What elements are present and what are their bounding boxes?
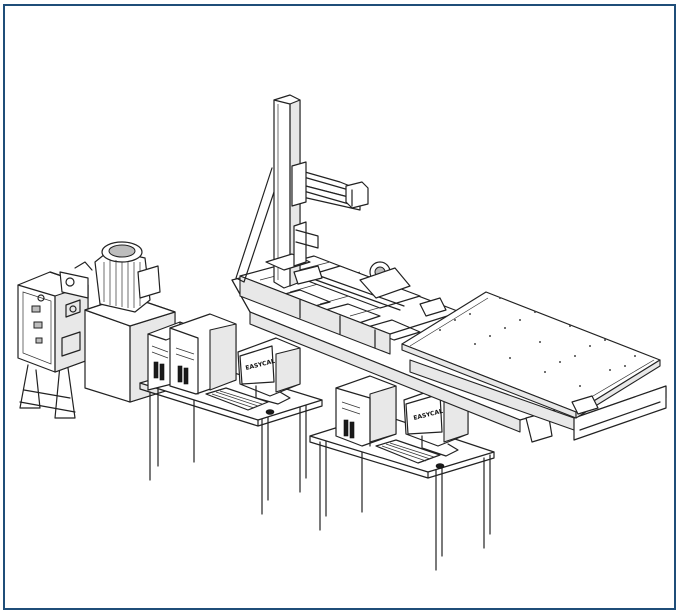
horizontal-arm xyxy=(291,161,369,267)
left-computer-desk: EASYCAL xyxy=(139,313,323,515)
test-platform xyxy=(401,291,667,441)
control-cabinet xyxy=(17,271,89,419)
right-computer-desk: EASYCAL xyxy=(309,375,495,571)
platform-bolt-holes xyxy=(439,297,636,387)
